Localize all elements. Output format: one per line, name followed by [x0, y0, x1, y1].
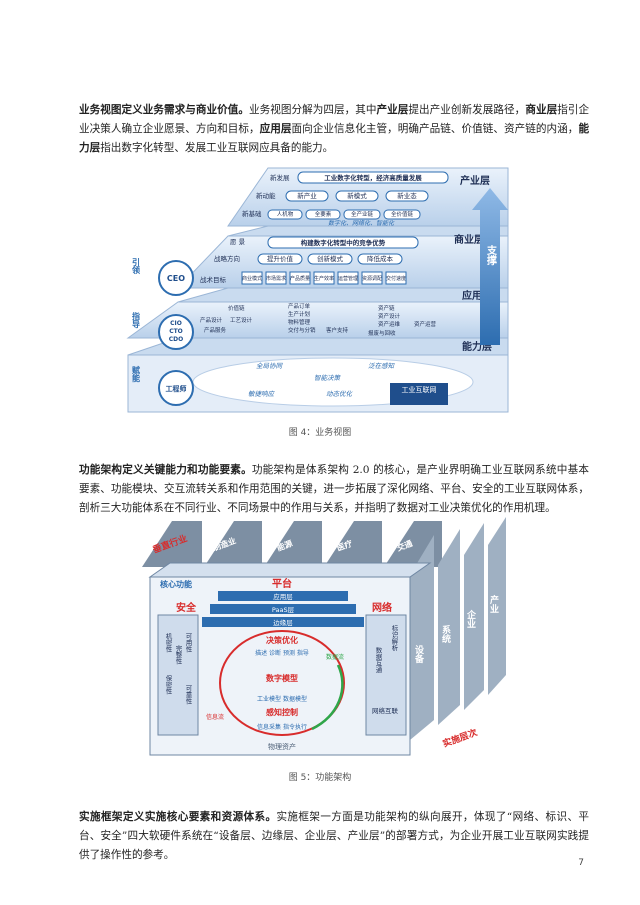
paragraph-implementation: 实施框架定义实施核心要素和资源体系。实施框架一方面是功能架构的纵向展开，体现了“… — [79, 811, 590, 861]
svg-text:描述 诊断 预测 指导: 描述 诊断 预测 指导 — [255, 649, 309, 657]
svg-text:构建数字化转型中的竞争优势: 构建数字化转型中的竞争优势 — [301, 238, 386, 247]
cap-item: 动态优化 — [326, 390, 354, 398]
svg-text:信息采集 指令执行: 信息采集 指令执行 — [257, 723, 307, 731]
loop-model: 数字模型 — [266, 673, 298, 683]
svg-text:数字化、网络化、智能化: 数字化、网络化、智能化 — [328, 219, 395, 227]
role-engineer: 工程师 — [166, 384, 187, 393]
svg-text:交付速度: 交付速度 — [386, 275, 406, 282]
svg-text:降低成本: 降低成本 — [367, 254, 394, 263]
page-number: 7 — [578, 858, 584, 868]
svg-text:CTO: CTO — [169, 328, 183, 335]
svg-text:新业态: 新业态 — [397, 191, 417, 200]
svg-text:资产设计: 资产设计 — [378, 312, 401, 320]
svg-text:生产计划: 生产计划 — [288, 310, 310, 318]
svg-text:客户支持: 客户支持 — [326, 326, 349, 334]
paragraph-function-arch: 功能架构定义关键能力和功能要素。功能架构是体系架构 2.0 的核心，是产业界明确… — [79, 464, 589, 514]
svg-text:新动能: 新动能 — [256, 191, 276, 200]
layer-business: 商业层 — [454, 233, 484, 246]
svg-text:信息流: 信息流 — [206, 713, 224, 721]
role-ceo: CEO — [167, 274, 185, 283]
svg-text:CIO: CIO — [170, 320, 182, 327]
side-guide: 引领 — [132, 257, 141, 275]
loop-sense: 感知控制 — [266, 707, 298, 717]
svg-text:可用性: 可用性 — [184, 633, 192, 654]
svg-text:新发展: 新发展 — [270, 173, 290, 182]
svg-text:产品订单: 产品订单 — [288, 302, 311, 310]
cloud-label: 工业互联网 — [402, 385, 437, 394]
svg-text:资源调配: 资源调配 — [362, 275, 382, 282]
caption-fig4: 图 4：业务视图 — [288, 428, 352, 438]
svg-text:交付与分销: 交付与分销 — [288, 326, 316, 334]
svg-text:价值链: 价值链 — [228, 304, 245, 312]
support-arrow — [472, 188, 508, 345]
svg-text:市场需求: 市场需求 — [266, 275, 286, 282]
figure-business-view: 工业互联网 全局协同 智能决策 泛在感知 敏捷响应 动态优化 能力层 价值链 产… — [126, 167, 509, 413]
layer-industry: 产业层 — [460, 174, 490, 187]
svg-text:可靠性: 可靠性 — [184, 685, 192, 706]
platform-label: 平台 — [272, 577, 292, 590]
svg-text:运营管理: 运营管理 — [338, 275, 358, 282]
svg-text:应用层: 应用层 — [273, 592, 293, 601]
side-empower: 赋能 — [132, 365, 141, 383]
svg-text:工艺设计: 工艺设计 — [230, 316, 253, 324]
svg-text:愿 景: 愿 景 — [230, 238, 246, 246]
cap-item: 全局协同 — [256, 362, 284, 370]
cap-item: 敏捷响应 — [248, 390, 276, 398]
svg-text:机密性: 机密性 — [164, 632, 172, 654]
svg-text:战略方向: 战略方向 — [214, 254, 240, 263]
physical-assets-label: 物理资产 — [268, 742, 296, 751]
svg-text:网络互联: 网络互联 — [372, 706, 399, 715]
svg-text:系统: 系统 — [440, 624, 451, 644]
security-label: 安全 — [176, 601, 197, 614]
svg-text:生产效率: 生产效率 — [314, 275, 334, 282]
svg-text:新基础: 新基础 — [242, 209, 262, 218]
svg-text:创新模式: 创新模式 — [317, 254, 344, 263]
svg-text:资产运维: 资产运维 — [378, 320, 401, 328]
svg-text:CDO: CDO — [169, 336, 183, 343]
side-direct: 指导 — [132, 311, 141, 329]
cap-item: 智能决策 — [314, 374, 342, 382]
paragraph-business-view: 业务视图定义业务需求与商业价值。业务视图分解为四层，其中产业层提出产业创新发展路… — [79, 104, 590, 154]
svg-text:资产运营: 资产运营 — [414, 320, 437, 328]
svg-text:产品服务: 产品服务 — [204, 326, 227, 334]
svg-text:产品质量: 产品质量 — [290, 275, 310, 282]
svg-text:数据流: 数据流 — [326, 653, 344, 661]
svg-text:资产链: 资产链 — [378, 304, 395, 312]
support-label: 支撑 — [485, 244, 498, 266]
svg-text:工业模型 数据模型: 工业模型 数据模型 — [257, 695, 307, 703]
svg-text:产品设计: 产品设计 — [200, 316, 223, 324]
svg-text:新模式: 新模式 — [347, 191, 367, 200]
svg-text:边缘层: 边缘层 — [273, 618, 293, 627]
svg-text:PaaS层: PaaS层 — [272, 606, 295, 614]
svg-text:报废与回收: 报废与回收 — [368, 329, 396, 337]
svg-text:设备: 设备 — [413, 644, 425, 664]
core-functions-label: 核心功能 — [160, 579, 192, 589]
svg-text:商业模式: 商业模式 — [242, 275, 262, 282]
svg-text:工业数字化转型，经济高质量发展: 工业数字化转型，经济高质量发展 — [324, 173, 422, 182]
svg-text:产业: 产业 — [488, 594, 499, 613]
svg-text:新产业: 新产业 — [297, 191, 317, 200]
svg-text:标识解析: 标识解析 — [390, 624, 398, 653]
svg-text:数据互通: 数据互通 — [374, 646, 382, 675]
svg-text:物料管理: 物料管理 — [288, 318, 311, 326]
lead-business-view: 业务视图定义业务需求与商业价值。 — [79, 104, 250, 116]
svg-text:战术目标: 战术目标 — [200, 275, 227, 284]
svg-text:全价值链: 全价值链 — [391, 210, 414, 218]
cap-item: 泛在感知 — [368, 362, 396, 370]
svg-text:全要素: 全要素 — [315, 210, 332, 218]
impl-levels-label: 实施层次 — [441, 726, 479, 750]
industrial-internet-badge — [390, 383, 448, 405]
caption-fig5: 图 5：功能架构 — [288, 773, 352, 783]
network-label: 网络 — [372, 601, 392, 614]
svg-text:企业: 企业 — [465, 609, 477, 628]
svg-text:完整性: 完整性 — [174, 644, 182, 666]
svg-text:提升价值: 提升价值 — [267, 254, 294, 263]
svg-text:保密性: 保密性 — [164, 674, 172, 696]
svg-text:全产业链: 全产业链 — [351, 210, 374, 218]
svg-text:人机物: 人机物 — [277, 210, 294, 218]
figure-function-architecture: 垂直行业 制造业 能源 医疗 交通 设备 系统 企业 产业 实施层次 核心功能 … — [142, 517, 506, 756]
loop-decision: 决策优化 — [266, 635, 298, 645]
